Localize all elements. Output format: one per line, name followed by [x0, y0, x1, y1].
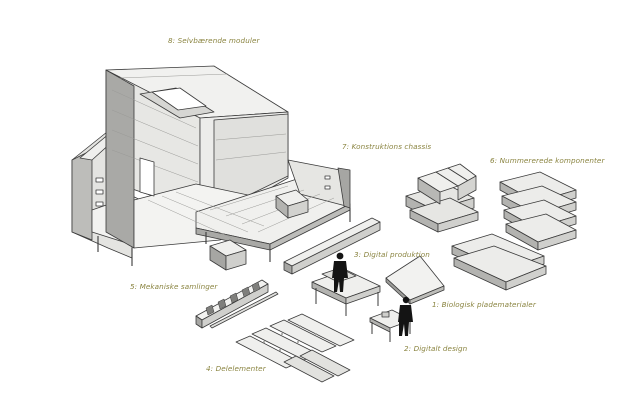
- label-elements: 4: Delelementer: [206, 364, 266, 373]
- label-design: 2: Digitalt design: [404, 344, 468, 353]
- sheet-material: [385, 255, 445, 305]
- loose-beam-long: [283, 217, 381, 275]
- label-modules: 8: Selvbærende moduler: [168, 36, 260, 45]
- main-left-wall: [105, 69, 135, 249]
- cnc-machine: [311, 267, 381, 316]
- label-chassis: 7: Konstruktions chassis: [342, 142, 432, 151]
- module-house: [71, 65, 351, 266]
- person-production: [332, 252, 348, 292]
- wing-left-outer: [71, 149, 93, 241]
- person-designer: [398, 296, 413, 336]
- label-material: 1: Biologisk pladematerialer: [432, 300, 536, 309]
- door-opening: [139, 157, 155, 197]
- roof-skylight: [151, 87, 207, 111]
- loose-block: [209, 239, 247, 271]
- label-components: 6: Nummererede komponenter: [490, 156, 605, 165]
- component-stack-right: [499, 171, 577, 251]
- component-stack-bottom: [451, 233, 547, 291]
- joint-rail: [195, 279, 279, 329]
- component-stack-left: [405, 163, 479, 233]
- part-elements: [235, 313, 355, 383]
- label-production: 3: Digital produktion: [354, 250, 430, 259]
- label-joints: 5: Mekaniske samlinger: [130, 282, 218, 291]
